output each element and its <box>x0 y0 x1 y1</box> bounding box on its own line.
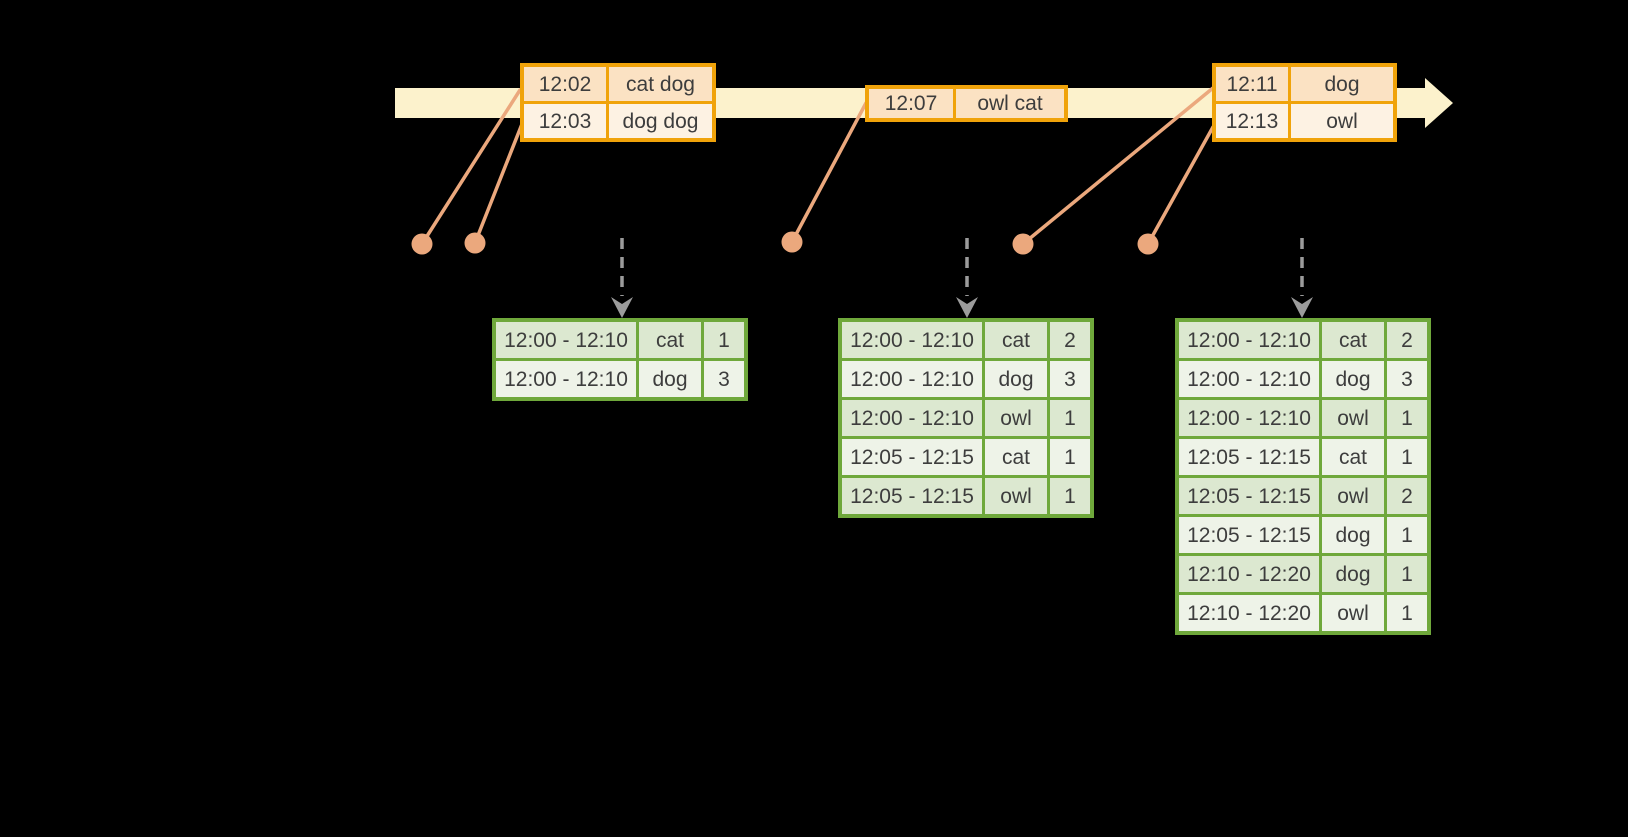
event-dot <box>1012 233 1034 255</box>
word-cell: owl <box>1322 478 1384 514</box>
event-time-cell: 12:07 <box>869 89 953 118</box>
event-words-cell: dog <box>1291 67 1393 101</box>
count-cell: 2 <box>1050 322 1090 358</box>
event-dot <box>464 232 486 254</box>
result-table-2: 12:00 - 12:10 cat 2 12:00 - 12:10 dog 3 … <box>838 318 1094 518</box>
trigger-arrowhead-icon <box>611 297 633 318</box>
event-words-cell: dog dog <box>609 104 712 138</box>
word-cell: dog <box>1322 517 1384 553</box>
word-cell: cat <box>1322 322 1384 358</box>
window-cell: 12:00 - 12:10 <box>1179 361 1319 397</box>
result-table-3: 12:00 - 12:10 cat 2 12:00 - 12:10 dog 3 … <box>1175 318 1431 635</box>
word-cell: dog <box>985 361 1047 397</box>
trigger-arrowhead-icon <box>956 297 978 318</box>
window-cell: 12:00 - 12:10 <box>496 361 636 397</box>
event-dot <box>411 233 433 255</box>
count-cell: 2 <box>1387 478 1427 514</box>
count-cell: 1 <box>1387 517 1427 553</box>
event-connector-line <box>790 101 868 244</box>
word-cell: owl <box>985 478 1047 514</box>
window-cell: 12:05 - 12:15 <box>1179 439 1319 475</box>
count-cell: 3 <box>1050 361 1090 397</box>
word-cell: cat <box>1322 439 1384 475</box>
count-cell: 1 <box>1050 478 1090 514</box>
window-cell: 12:00 - 12:10 <box>1179 400 1319 436</box>
window-cell: 12:05 - 12:15 <box>1179 517 1319 553</box>
event-time-cell: 12:13 <box>1216 104 1288 138</box>
trigger-arrow-icon <box>956 238 978 318</box>
window-cell: 12:05 - 12:15 <box>1179 478 1319 514</box>
window-cell: 12:10 - 12:20 <box>1179 556 1319 592</box>
event-time-cell: 12:03 <box>524 104 606 138</box>
event-words-cell: owl cat <box>956 89 1064 118</box>
event-table-1207: 12:07 owl cat <box>865 85 1068 122</box>
event-time-cell: 12:02 <box>524 67 606 101</box>
count-cell: 2 <box>1387 322 1427 358</box>
window-cell: 12:00 - 12:10 <box>496 322 636 358</box>
word-cell: owl <box>1322 400 1384 436</box>
window-cell: 12:00 - 12:10 <box>1179 322 1319 358</box>
word-cell: dog <box>1322 361 1384 397</box>
event-time-cell: 12:11 <box>1216 67 1288 101</box>
count-cell: 1 <box>1387 400 1427 436</box>
trigger-arrowhead-icon <box>1291 297 1313 318</box>
event-dot <box>781 231 803 253</box>
event-connector-line <box>473 122 524 245</box>
timeline-arrowhead-icon <box>1425 78 1453 128</box>
event-words-cell: cat dog <box>609 67 712 101</box>
word-cell: owl <box>985 400 1047 436</box>
word-cell: cat <box>639 322 701 358</box>
window-cell: 12:00 - 12:10 <box>842 322 982 358</box>
event-table-1211: 12:11 dog 12:13 owl <box>1212 63 1397 142</box>
count-cell: 1 <box>704 322 744 358</box>
word-cell: owl <box>1322 595 1384 631</box>
count-cell: 3 <box>1387 361 1427 397</box>
count-cell: 1 <box>1050 400 1090 436</box>
trigger-arrow-icon <box>1291 238 1313 318</box>
word-cell: dog <box>1322 556 1384 592</box>
event-table-1202: 12:02 cat dog 12:03 dog dog <box>520 63 716 142</box>
event-words-cell: owl <box>1291 104 1393 138</box>
window-cell: 12:10 - 12:20 <box>1179 595 1319 631</box>
word-cell: dog <box>639 361 701 397</box>
window-cell: 12:05 - 12:15 <box>842 478 982 514</box>
count-cell: 1 <box>1387 595 1427 631</box>
count-cell: 1 <box>1387 439 1427 475</box>
count-cell: 1 <box>1050 439 1090 475</box>
count-cell: 3 <box>704 361 744 397</box>
event-connector-line <box>1146 125 1215 246</box>
word-cell: cat <box>985 439 1047 475</box>
window-cell: 12:00 - 12:10 <box>842 400 982 436</box>
window-cell: 12:00 - 12:10 <box>842 361 982 397</box>
event-dots <box>411 231 1159 255</box>
window-cell: 12:05 - 12:15 <box>842 439 982 475</box>
word-cell: cat <box>985 322 1047 358</box>
event-dot <box>1137 233 1159 255</box>
count-cell: 1 <box>1387 556 1427 592</box>
result-table-1: 12:00 - 12:10 cat 1 12:00 - 12:10 dog 3 <box>492 318 748 401</box>
trigger-arrow-icon <box>611 238 633 318</box>
